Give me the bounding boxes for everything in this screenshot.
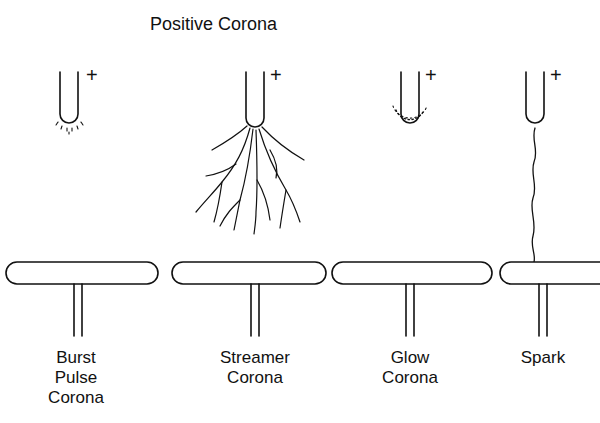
discharge-caption: Spark: [503, 348, 583, 368]
needle-electrode: [246, 72, 264, 127]
needle-electrode: [60, 72, 78, 123]
glow-discharge: [393, 106, 427, 118]
polarity-sign: +: [550, 64, 562, 86]
polarity-sign: +: [86, 64, 98, 86]
streamer-discharge: [196, 126, 304, 234]
plate-electrode: [172, 262, 326, 284]
plate-electrode: [500, 262, 600, 284]
discharge-caption: Burst Pulse Corona: [43, 348, 109, 408]
plate-stem: [74, 284, 547, 336]
needle-electrode: [526, 72, 544, 123]
diagram-title: Positive Corona: [150, 14, 277, 34]
plate-electrode: [6, 262, 158, 284]
plate-electrode: [332, 262, 492, 284]
spark-channel: [532, 128, 536, 262]
discharge-caption: Glow Corona: [373, 348, 447, 388]
polarity-sign: +: [270, 64, 282, 86]
discharge-caption: Streamer Corona: [208, 348, 302, 388]
polarity-sign: +: [425, 64, 437, 86]
burst-pulse-discharge: [56, 122, 83, 134]
needle-electrode: [401, 72, 419, 123]
